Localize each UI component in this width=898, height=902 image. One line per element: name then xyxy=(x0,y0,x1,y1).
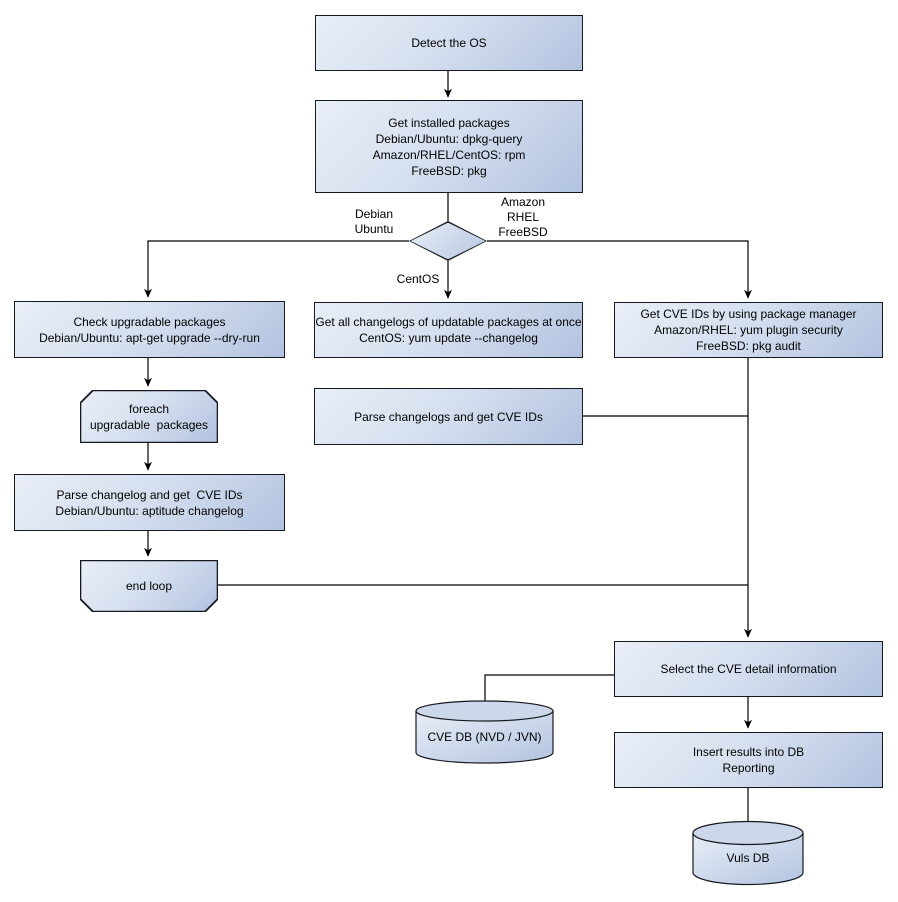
node-end-loop: end loop xyxy=(80,560,218,612)
node-end-loop-label: end loop xyxy=(125,579,173,593)
node-select-cve-detail: Select the CVE detail information xyxy=(614,641,883,697)
node-parse-changelog-left-label: Parse changelog and get CVE IDs Debian/U… xyxy=(55,487,244,518)
node-get-all-changelogs-label: Get all changelogs of updatable packages… xyxy=(315,315,582,345)
node-detect-os: Detect the OS xyxy=(315,15,583,71)
node-insert-results-label: Insert results into DB Reporting xyxy=(692,745,805,775)
edge-label-centos: CentOS xyxy=(396,272,440,286)
node-vuls-db-cylinder: Vuls DB xyxy=(692,820,804,886)
node-parse-changelogs-mid-label: Parse changelogs and get CVE IDs xyxy=(354,409,543,424)
edge-label-debian-ubuntu: Debian Ubuntu xyxy=(354,207,394,236)
node-cve-db-cylinder: CVE DB (NVD / JVN) xyxy=(415,700,554,764)
node-foreach-loop-label: foreach upgradable packages xyxy=(89,401,209,432)
node-get-all-changelogs: Get all changelogs of updatable packages… xyxy=(314,302,583,358)
node-check-upgradable-packages-label: Check upgradable packages Debian/Ubuntu:… xyxy=(39,314,260,345)
edge-label-amazon-rhel-freebsd: Amazon RHEL FreeBSD xyxy=(498,195,548,239)
node-get-installed-packages-label: Get installed packages Debian/Ubuntu: dp… xyxy=(372,115,526,178)
node-get-cve-ids-right: Get CVE IDs by using package manager Ama… xyxy=(614,302,883,358)
cylinder-shape-cve-db xyxy=(415,700,554,764)
node-vuls-db-label: Vuls DB xyxy=(726,851,770,865)
node-get-cve-ids-right-label: Get CVE IDs by using package manager Ama… xyxy=(640,307,857,353)
node-os-decision-diamond xyxy=(409,221,487,261)
node-foreach-loop-start: foreach upgradable packages xyxy=(80,390,218,443)
node-check-upgradable-packages: Check upgradable packages Debian/Ubuntu:… xyxy=(14,301,285,358)
cylinder-shape-vuls-db xyxy=(692,820,804,886)
loop-end-fill xyxy=(81,561,216,610)
node-detect-os-label: Detect the OS xyxy=(411,36,487,50)
node-parse-changelogs-mid: Parse changelogs and get CVE IDs xyxy=(314,388,583,445)
node-insert-results: Insert results into DB Reporting xyxy=(614,732,883,788)
node-get-installed-packages: Get installed packages Debian/Ubuntu: dp… xyxy=(315,100,583,193)
node-select-cve-detail-label: Select the CVE detail information xyxy=(660,662,837,676)
node-parse-changelog-left: Parse changelog and get CVE IDs Debian/U… xyxy=(14,474,285,531)
diamond-fill xyxy=(410,222,486,260)
loop-start-fill xyxy=(81,391,216,441)
node-cve-db-label: CVE DB (NVD / JVN) xyxy=(427,730,542,744)
